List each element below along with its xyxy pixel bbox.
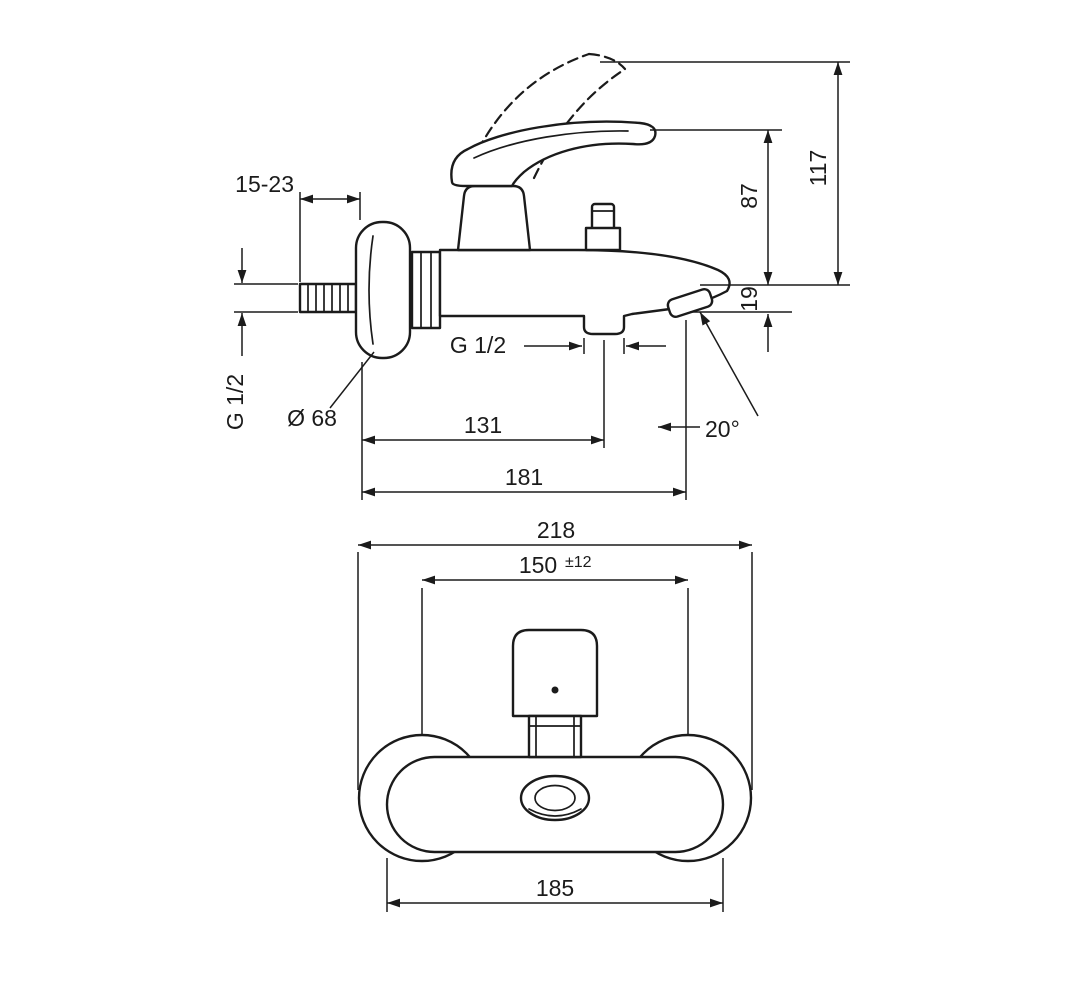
escutcheon-inner-contour (368, 235, 374, 345)
ext-lines (299, 192, 361, 282)
ext-lines (583, 338, 625, 354)
cartridge-housing (511, 628, 599, 718)
dim-connection-distance: 150 ±12 (421, 552, 689, 744)
hose-outlet-outer (519, 774, 591, 822)
wall-pipe-nipple (298, 282, 358, 314)
dashed-lever-front-edge (476, 52, 591, 152)
ext-lines (357, 552, 753, 790)
dashed-lever-tip (587, 52, 627, 71)
dim-spout-center: 131 (361, 340, 605, 500)
dim-label-19: 19 (736, 286, 762, 312)
cartridge-neck (527, 714, 583, 759)
dim-spout-angle: 20° (658, 311, 759, 442)
union-nut-facets (420, 251, 432, 329)
dim-outlet-thread: G 1/2 (450, 332, 666, 358)
dim-handle-height: 87 (650, 129, 782, 285)
lever-skirt (456, 184, 532, 252)
union-nut (410, 250, 442, 330)
angle-leader (699, 311, 759, 417)
ext-lines (234, 283, 298, 313)
dim-label-185: 185 (536, 875, 574, 901)
front-view: 218 150 ±12 185 (357, 517, 753, 912)
cartridge-neck-details (528, 715, 582, 758)
dim-label-87: 87 (736, 183, 762, 209)
dim-label-20deg: 20° (705, 416, 740, 442)
dim-wall-depth: 15-23 (235, 171, 361, 282)
dim-projection: 181 (362, 320, 687, 500)
escutcheon-side (354, 220, 412, 360)
dim-label-150: 150 (519, 552, 557, 578)
leader-line (329, 351, 375, 409)
diverter-stem (590, 202, 616, 232)
dashed-lever-back-edge (532, 67, 627, 180)
dim-label-escutcheon-diameter: Ø 68 (287, 405, 337, 431)
side-view: 15-23 G 1/2 Ø 68 G 1/2 131 (222, 52, 850, 500)
dim-label-218: 218 (537, 517, 575, 543)
union-nut-body (410, 250, 442, 330)
dim-overall-height: 117 (600, 61, 850, 286)
hose-outlet-arc (528, 808, 582, 817)
dim-label-tolerance: ±12 (565, 554, 592, 571)
pipe-thread-lines (307, 283, 349, 313)
ext-lines (421, 588, 689, 744)
diverter-collar (584, 226, 622, 252)
lever-handle-crease (473, 130, 629, 159)
lever-assembly (450, 120, 657, 252)
dim-label-inlet-thread: G 1/2 (222, 374, 248, 430)
front-body (357, 628, 753, 863)
dim-label-outlet-thread: G 1/2 (450, 332, 506, 358)
ext-lines (361, 340, 605, 500)
dim-label-181: 181 (505, 464, 543, 490)
escutcheon-outline (354, 220, 412, 360)
dim-overall-width: 218 (357, 517, 753, 790)
dim-label-131: 131 (464, 412, 502, 438)
dim-label-wall-depth: 15-23 (235, 171, 294, 197)
dim-inlet-thread: G 1/2 (222, 248, 298, 430)
dim-body-width: 185 (386, 858, 724, 912)
diverter-knob (584, 202, 622, 252)
cartridge-screw-dot (551, 686, 559, 694)
lever-handle (450, 120, 657, 188)
dim-escutcheon-diameter: Ø 68 (287, 351, 375, 431)
lever-raised-dashed-outline (476, 52, 627, 180)
dim-label-117: 117 (805, 150, 831, 187)
hose-outlet-inner (534, 784, 576, 812)
ext-lines (600, 61, 850, 286)
